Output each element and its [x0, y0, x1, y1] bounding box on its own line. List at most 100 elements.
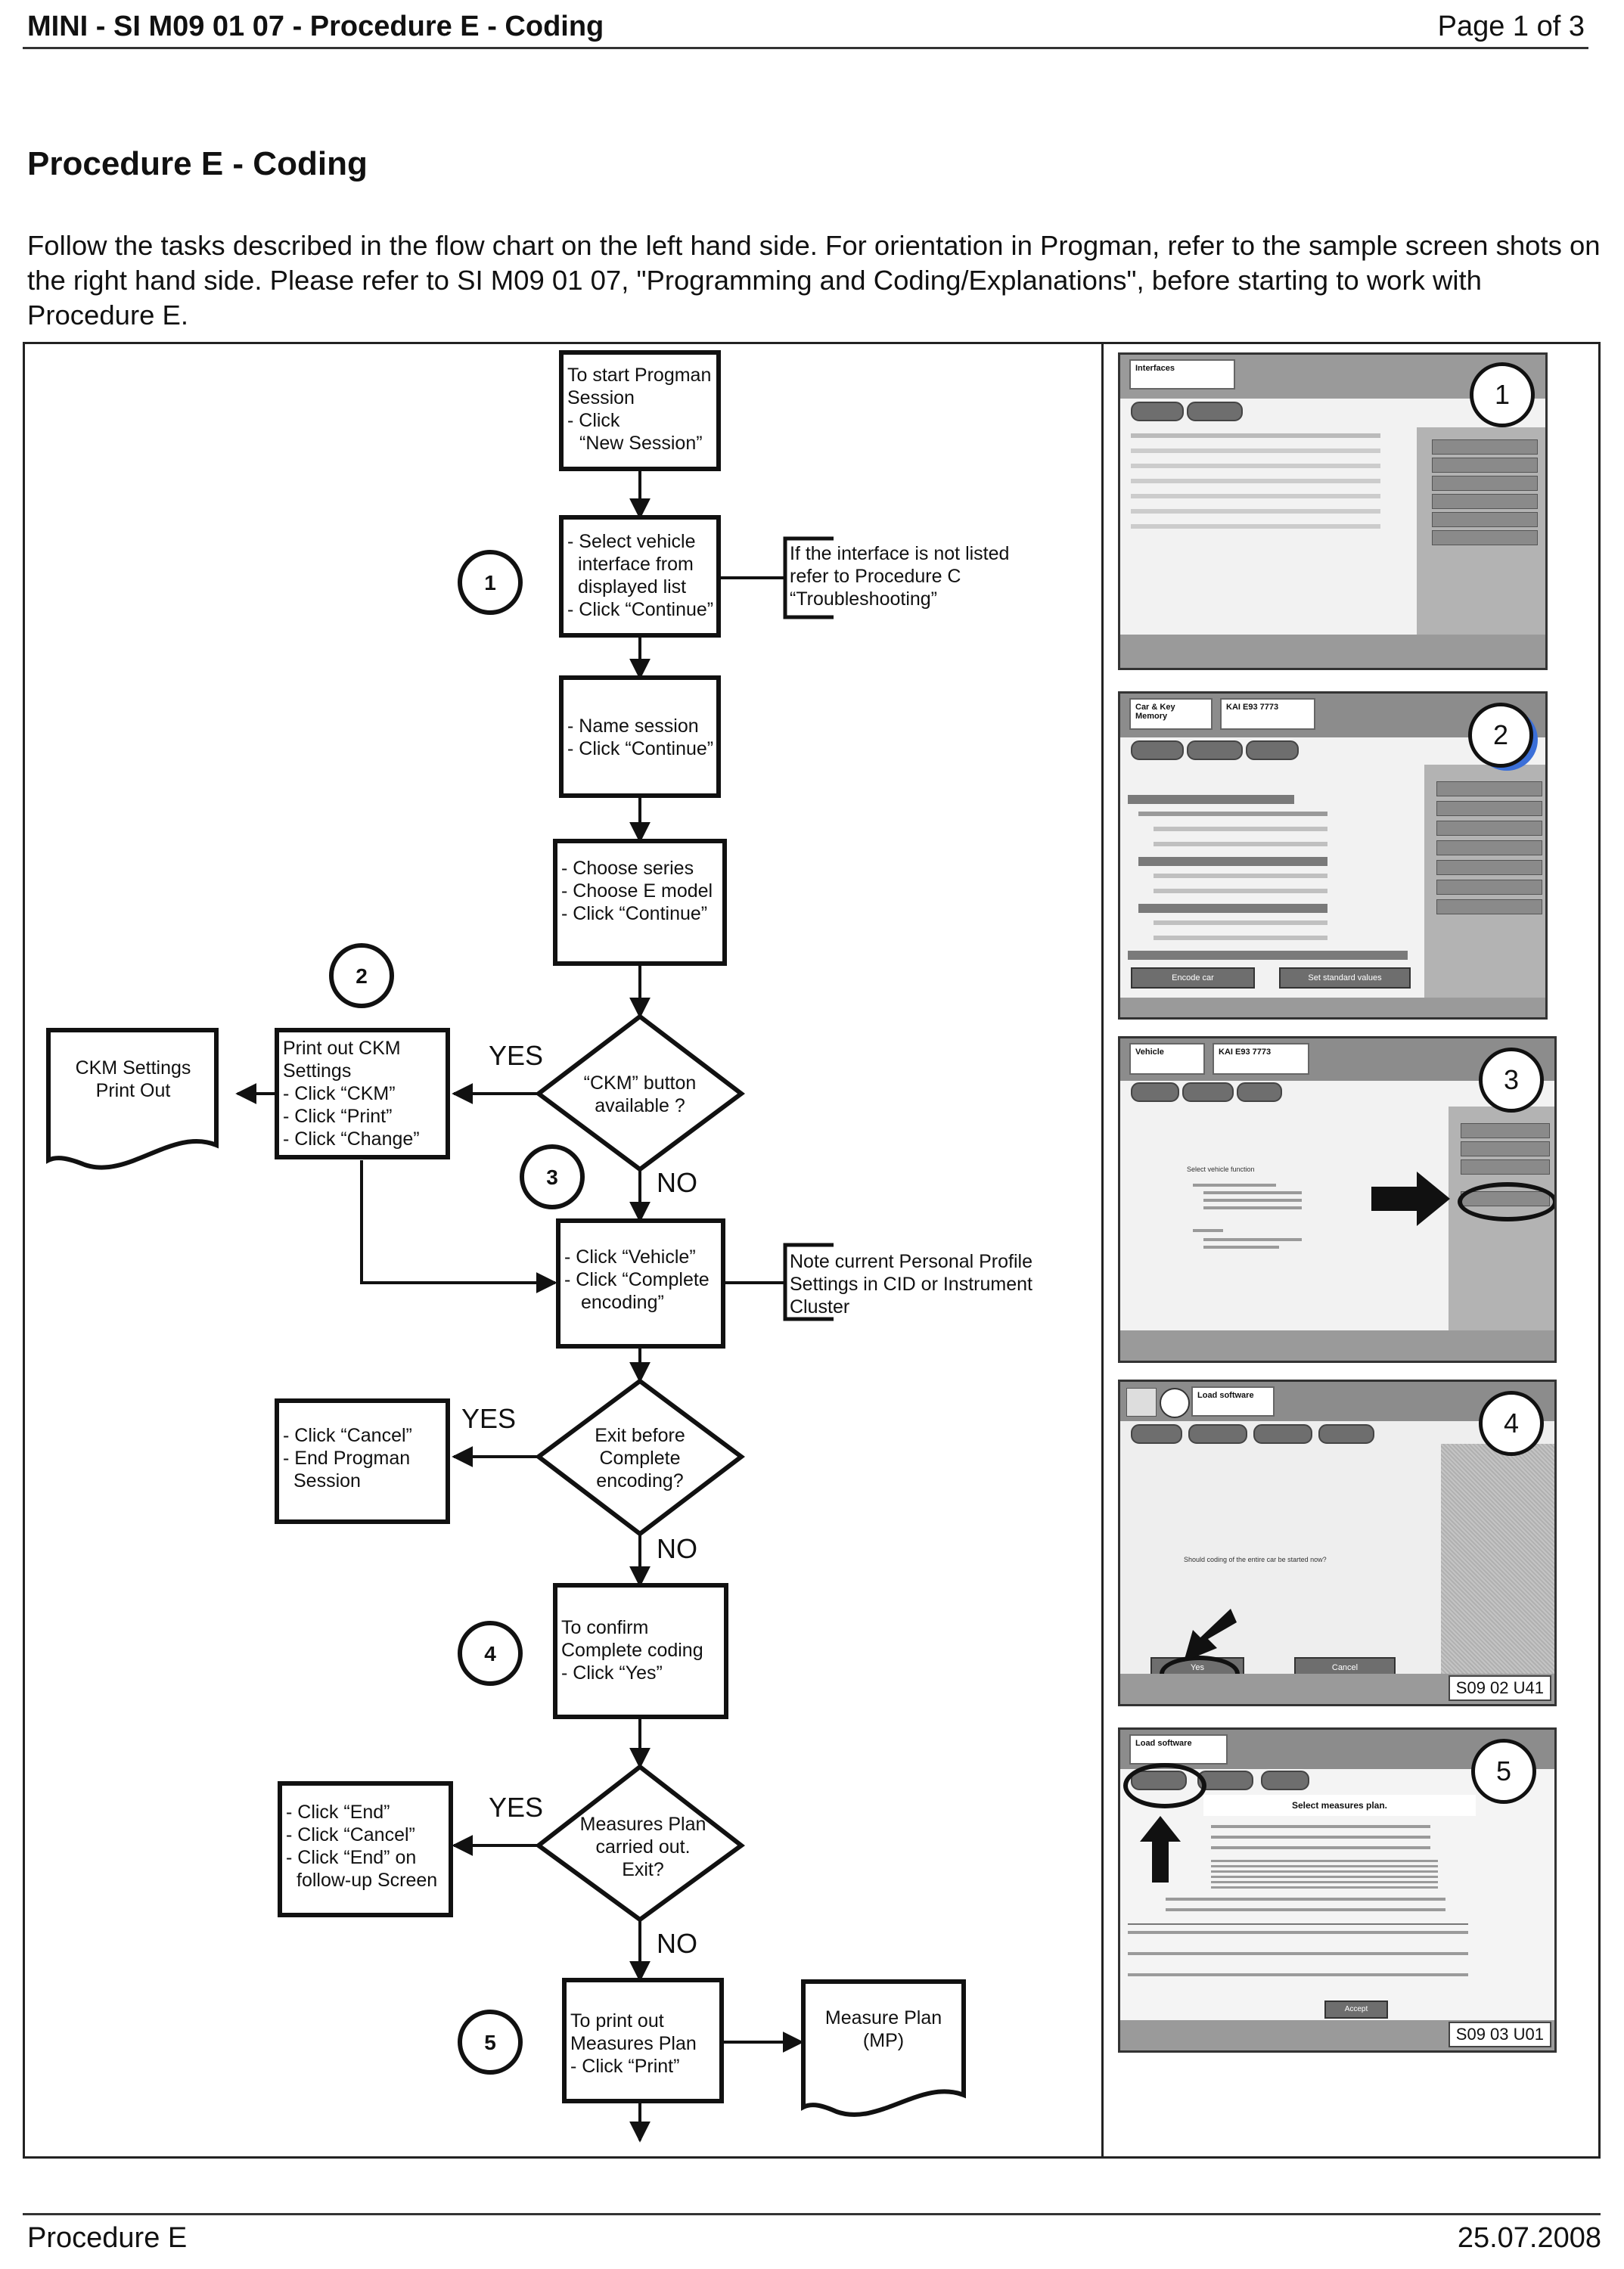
screenshot-status-bar	[1120, 635, 1545, 668]
screenshot-text-line	[1128, 1931, 1468, 1934]
screenshot-table-row	[1131, 464, 1380, 468]
footer-procedure-label: Procedure E	[27, 2222, 188, 2254]
mp-doc-line-1: Measure Plan	[825, 2007, 942, 2028]
ckm-decision-line-1: “CKM” button	[584, 1072, 697, 1094]
screenshot-table-row	[1131, 479, 1380, 483]
screenshot-menu-item	[1436, 801, 1542, 816]
confirm-line-2: Complete coding	[561, 1640, 703, 1661]
screenshot-menu-item	[1436, 899, 1542, 914]
screenshot-list-row	[1154, 827, 1327, 831]
note-profile-line-3: Cluster	[790, 1296, 849, 1318]
screenshot-menu-item	[1436, 840, 1542, 855]
screenshot-car-key-memory: Car & Key Memory KAI E93 7773 Encode car…	[1118, 691, 1548, 1020]
screenshot-section-bar	[1138, 857, 1327, 866]
screenshot-end-button	[1318, 1424, 1374, 1444]
select-interface-line-1: - Select vehicle	[567, 531, 696, 552]
end-steps-line-1: - Click “End”	[286, 1802, 390, 1823]
ckm-decision-line-2: available ?	[595, 1095, 685, 1116]
print-ckm-line-4: - Click “Print”	[283, 1106, 392, 1127]
screenshot-menu-item	[1432, 476, 1538, 491]
screenshot-logo-icon	[1126, 1388, 1157, 1417]
arrow-up-icon	[1140, 1816, 1181, 1883]
screenshot-text-line	[1203, 1246, 1279, 1249]
step-number-5: 5	[484, 2031, 496, 2054]
screenshot-section-bar	[1138, 904, 1327, 913]
document-header-title: MINI - SI M09 01 07 - Procedure E - Codi…	[27, 11, 604, 42]
ckm-printout-line-2: Print Out	[96, 1080, 171, 1101]
screenshot-title: Load software	[1129, 1734, 1228, 1765]
screenshot-caption: S09 02 U41	[1448, 1675, 1551, 1701]
screenshot-change-button	[1182, 1082, 1234, 1102]
screenshot-list-row	[1154, 920, 1327, 925]
screenshot-title: Load software	[1191, 1386, 1275, 1417]
choose-series-line-1: - Choose series	[561, 858, 694, 879]
exit-decision-line-2: Complete	[600, 1448, 681, 1469]
screenshot-vehicle-id: KAI E93 7773	[1213, 1043, 1309, 1075]
print-ckm-line-2: Settings	[283, 1060, 351, 1082]
start-box-line-4: “New Session”	[579, 433, 703, 454]
name-session-line-1: - Name session	[567, 715, 699, 737]
column-divider	[1101, 342, 1104, 2159]
screenshot-divider	[1128, 1923, 1468, 1925]
screenshot-title: Car & Key Memory	[1129, 698, 1213, 730]
select-interface-line-4: - Click “Continue”	[567, 599, 713, 620]
step-number-4: 4	[484, 1642, 496, 1665]
screenshot-menu-item	[1432, 439, 1538, 455]
arrow-right-icon	[1371, 1172, 1450, 1226]
screenshot-text-line	[1193, 1229, 1223, 1232]
page-number: Page 1 of 3	[1437, 11, 1585, 42]
screenshot-title: Vehicle	[1129, 1043, 1205, 1075]
screenshot-section-bar	[1128, 951, 1408, 960]
screenshot-change-button	[1187, 740, 1243, 760]
screenshot-menu-item	[1436, 860, 1542, 875]
screenshot-text-line	[1166, 1898, 1445, 1901]
note-interface-line-3: “Troubleshooting”	[790, 588, 937, 610]
screenshot-table-row	[1131, 524, 1380, 529]
screenshot-table-row	[1131, 449, 1380, 453]
yes-label-ckm: YES	[489, 1040, 543, 1071]
screenshot-button	[1131, 402, 1184, 421]
step-number-2: 2	[356, 964, 368, 988]
cancel-end-line-2: - End Progman	[283, 1448, 410, 1469]
highlight-ellipse	[1458, 1182, 1554, 1221]
screenshot-text-line	[1203, 1206, 1302, 1209]
intro-paragraph: Follow the tasks described in the flow c…	[27, 230, 1601, 331]
cancel-end-line-1: - Click “Cancel”	[283, 1425, 412, 1446]
no-label-ckm: NO	[657, 1167, 697, 1198]
choose-series-line-2: - Choose E model	[561, 880, 713, 902]
screenshot-text-line	[1128, 1952, 1468, 1955]
screenshot-menu-item	[1432, 458, 1538, 473]
screenshot-status-bar	[1120, 998, 1545, 1017]
select-interface-line-3: displayed list	[578, 576, 686, 598]
screenshot-menu-item	[1436, 880, 1542, 895]
screenshot-text-line	[1193, 1184, 1276, 1187]
click-vehicle-line-3: encoding”	[581, 1292, 664, 1313]
screenshot-print-button	[1131, 740, 1184, 760]
screenshot-title: Interfaces	[1129, 359, 1235, 390]
screenshot-end-button	[1246, 740, 1299, 760]
screenshot-section-bar	[1128, 795, 1294, 804]
screenshot-step-5-badge: 5	[1471, 1739, 1536, 1804]
screenshot-table-header	[1131, 433, 1380, 438]
exit-decision-line-1: Exit before	[595, 1425, 685, 1446]
screenshot-vehicle-id: KAI E93 7773	[1220, 698, 1315, 730]
header-rule	[23, 47, 1588, 49]
screenshot-menu-item	[1461, 1123, 1550, 1138]
screenshot-step-2-badge: 2	[1468, 703, 1533, 768]
name-session-line-2: - Click “Continue”	[567, 738, 713, 759]
screenshot-end-button	[1261, 1771, 1309, 1790]
start-box-line-3: - Click	[567, 410, 620, 431]
step-number-1: 1	[484, 571, 496, 594]
cancel-end-line-3: Session	[293, 1470, 361, 1491]
screenshot-vehicle: Vehicle KAI E93 7773 Select vehicle func…	[1118, 1036, 1557, 1363]
note-interface-line-2: refer to Procedure C	[790, 566, 961, 587]
screenshot-list-row	[1154, 842, 1327, 846]
screenshot-step-4-badge: 4	[1479, 1391, 1544, 1456]
set-standard-values-button: Set standard values	[1279, 967, 1411, 989]
screenshot-menu-item	[1436, 781, 1542, 796]
click-vehicle-line-2: - Click “Complete	[564, 1269, 710, 1290]
note-profile-line-1: Note current Personal Profile	[790, 1251, 1032, 1272]
screenshot-caption: S09 03 U01	[1448, 2022, 1551, 2047]
screenshot-menu-item	[1436, 821, 1542, 836]
screenshot-text-block	[1211, 1858, 1438, 1889]
